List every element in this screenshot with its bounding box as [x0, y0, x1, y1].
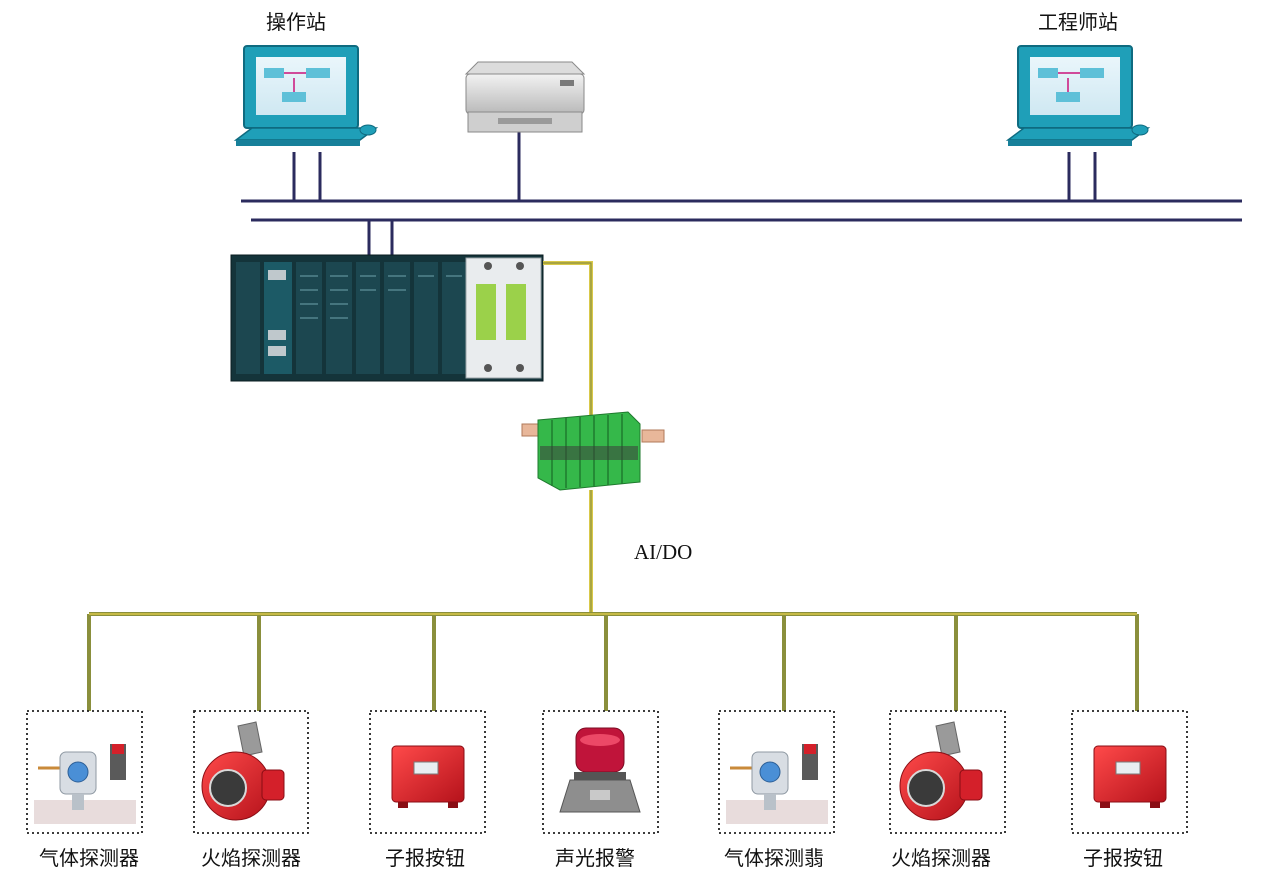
- controller-rack-icon: [230, 254, 544, 382]
- printer-icon: [464, 61, 586, 133]
- operator-station-computer-icon: [233, 45, 379, 146]
- field-signal-cable: [543, 261, 593, 614]
- safety-barrier-icon: [521, 411, 665, 491]
- manual-alarm-button-icon: [391, 745, 465, 808]
- operator-station-label: 操作站: [266, 10, 326, 34]
- flame-detector-icon: [201, 721, 285, 821]
- flame-detector-icon: [899, 721, 983, 821]
- device-frame: [193, 710, 309, 834]
- signal-type-label: AI/DO: [634, 540, 693, 564]
- field-bus: [87, 612, 1139, 711]
- network-bus: [241, 132, 1242, 255]
- engineer-station-label: 工程师站: [1038, 10, 1118, 34]
- device-label-gas-detector-2: 气体探测翡: [724, 846, 824, 870]
- device-frame: [542, 710, 659, 834]
- device-label-gas-detector: 气体探测器: [39, 846, 139, 870]
- device-label-manual-button: 子报按钮: [385, 846, 465, 870]
- device-label-manual-button-2: 子报按钮: [1083, 846, 1163, 870]
- audible-visual-alarm-icon: [559, 727, 641, 813]
- device-frame: [1071, 710, 1188, 834]
- device-frame: [718, 710, 835, 834]
- engineer-station-computer-icon: [1005, 45, 1151, 146]
- device-frame: [889, 710, 1006, 834]
- device-label-audible-visual-alarm: 声光报警: [555, 846, 635, 870]
- device-label-flame-detector-2: 火焰探测器: [891, 846, 991, 870]
- gas-detector-icon: [726, 744, 828, 824]
- device-frame: [26, 710, 143, 834]
- device-label-flame-detector: 火焰探测器: [201, 846, 301, 870]
- gas-detector-icon: [34, 744, 136, 824]
- device-frame: [369, 710, 486, 834]
- manual-alarm-button-icon: [1093, 745, 1167, 808]
